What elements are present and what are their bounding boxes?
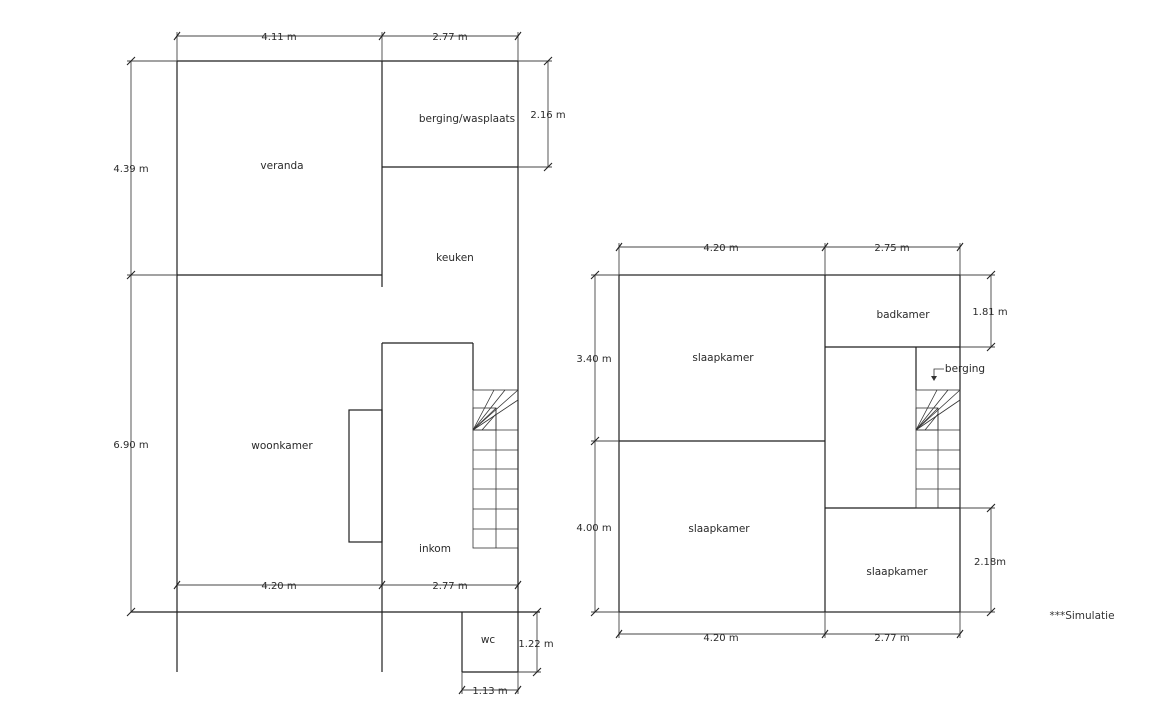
room-label-berging: berging (945, 363, 985, 375)
first-floor: slaapkamer badkamer berging slaapkamer s… (576, 242, 1008, 644)
room-label-badkamer: badkamer (876, 309, 930, 321)
room-label-slaapkamer-top: slaapkamer (692, 352, 754, 364)
dimension-label: 2.18m (974, 557, 1006, 568)
room-label-slaapkamer-bottom-right: slaapkamer (866, 566, 928, 578)
berging-arrow-icon (931, 368, 944, 381)
dimension-label: 1.22 m (518, 639, 553, 650)
first-floor-walls (618, 274, 961, 613)
room-label-berging-wasplaats: berging/wasplaats (419, 113, 515, 125)
dimension-label: 4.00 m (576, 523, 611, 534)
ground-floor: veranda berging/wasplaats keuken woonkam… (113, 31, 566, 697)
ground-floor-dimension-lines (126, 31, 553, 695)
room-label-inkom: inkom (419, 543, 451, 555)
room-label-veranda: veranda (260, 160, 303, 172)
dimension-label: 4.39 m (113, 164, 148, 175)
dimension-label: 2.16 m (530, 110, 565, 121)
ground-floor-stairs (472, 389, 519, 549)
room-label-wc: wc (481, 634, 496, 646)
dimension-label: 2.77 m (432, 32, 467, 43)
dimension-label: 1.81 m (972, 307, 1007, 318)
dimension-label: 4.11 m (261, 32, 296, 43)
dimension-label: 4.20 m (703, 243, 738, 254)
first-floor-dimension-lines (590, 242, 996, 639)
room-label-slaapkamer-bottom-left: slaapkamer (688, 523, 750, 535)
first-floor-stairs (915, 389, 961, 509)
dimension-label: 4.20 m (261, 581, 296, 592)
room-label-keuken: keuken (436, 252, 474, 264)
dimension-label: 4.20 m (703, 633, 738, 644)
room-label-woonkamer: woonkamer (251, 440, 313, 452)
simulation-note: ***Simulatie (1049, 610, 1114, 622)
dimension-label: 6.90 m (113, 440, 148, 451)
dimension-label: 2.75 m (874, 243, 909, 254)
dimension-label: 1.13 m (472, 686, 507, 697)
dimension-label: 2.77 m (432, 581, 467, 592)
ground-floor-walls (131, 60, 540, 673)
dimension-label: 3.40 m (576, 354, 611, 365)
dimension-label: 2.77 m (874, 633, 909, 644)
